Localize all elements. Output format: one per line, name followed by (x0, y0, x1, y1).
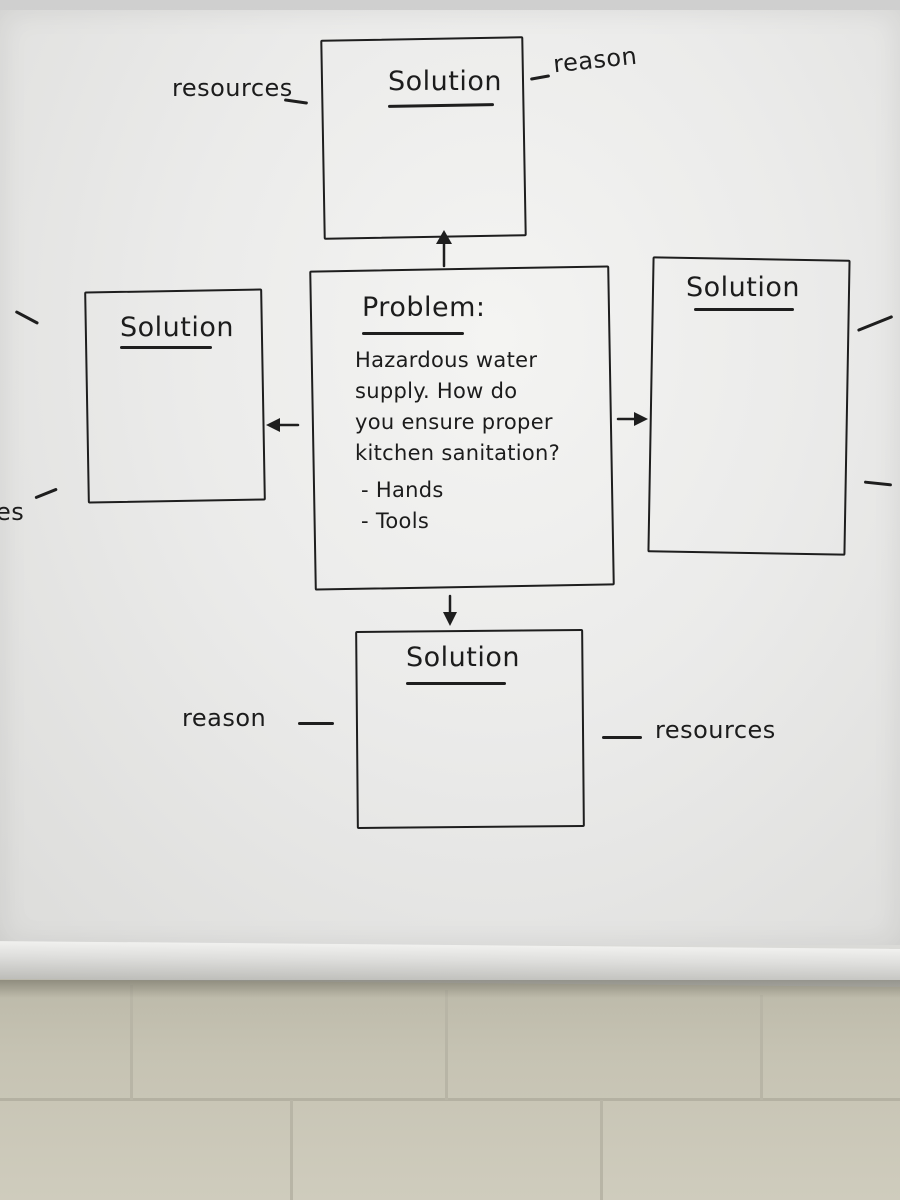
solution-title-bottom: Solution (406, 642, 520, 673)
problem-line: Hazardous water (355, 348, 538, 372)
solution-title-top: Solution (388, 66, 502, 97)
problem-underline (362, 332, 464, 335)
problem-line: kitchen sanitation? (355, 441, 561, 465)
solution-underline-right (694, 308, 794, 311)
label-resources-top: resources (172, 74, 293, 102)
wall-mortar-line (130, 985, 133, 1100)
solution-title-left: Solution (120, 312, 234, 343)
arrow-right-icon (616, 412, 648, 426)
problem-bullet: - Hands (361, 478, 444, 502)
wall-mortar-line (0, 1098, 900, 1101)
label-partial-left: es (0, 498, 25, 526)
connector-dash (602, 736, 642, 739)
solution-title-right: Solution (686, 272, 800, 303)
arrow-left-icon (266, 418, 300, 432)
tray-shadow (0, 980, 900, 998)
problem-description: Hazardous water supply. How do you ensur… (355, 345, 605, 537)
problem-line: supply. How do (355, 379, 518, 403)
problem-bullet: - Tools (361, 509, 430, 533)
label-resources-bottom: resources (655, 716, 776, 744)
label-reason-bottom: reason (182, 704, 267, 732)
whiteboard (0, 10, 900, 945)
wall-mortar-line (290, 1100, 293, 1200)
wall-mortar-line (760, 995, 763, 1100)
arrow-down-icon (443, 594, 457, 626)
solution-underline-bottom (406, 682, 506, 685)
problem-line: you ensure proper (355, 410, 553, 434)
wall-mortar-line (600, 1100, 603, 1200)
classroom-wall (0, 960, 900, 1200)
wall-mortar-line (445, 990, 448, 1100)
problem-title: Problem: (362, 292, 486, 323)
arrow-up-icon (436, 230, 452, 268)
solution-underline-left (120, 346, 212, 349)
connector-dash (298, 722, 334, 725)
